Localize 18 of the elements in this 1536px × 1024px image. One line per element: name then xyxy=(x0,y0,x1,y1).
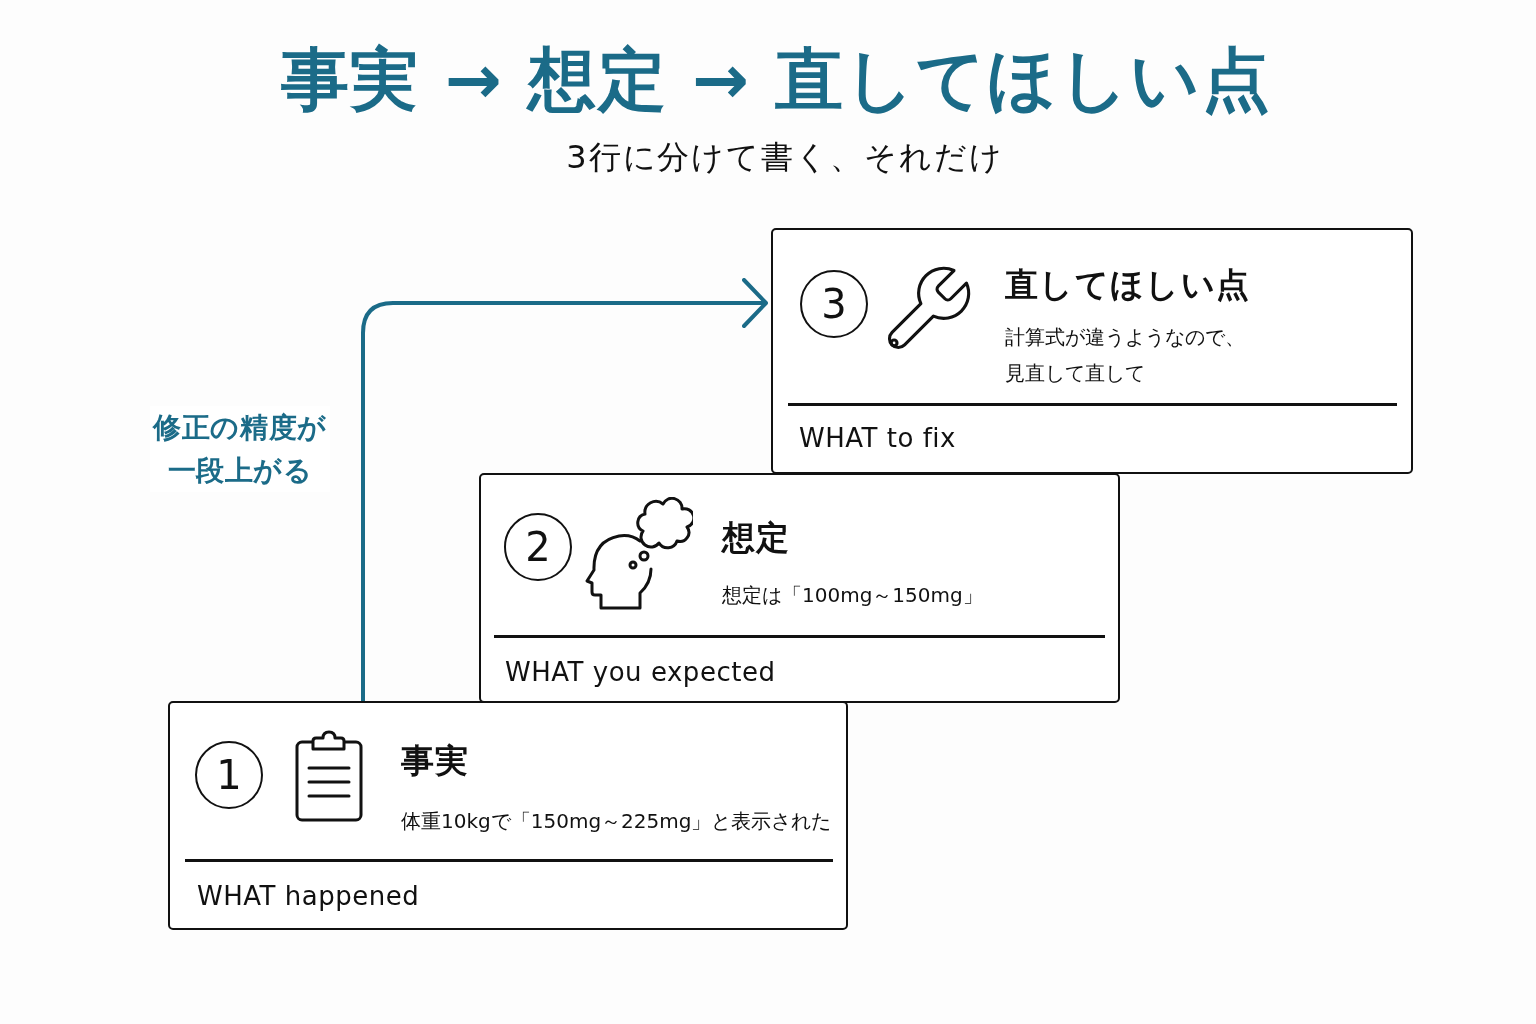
card-heading: 想定 xyxy=(722,518,791,558)
card-text: 想定は「100mg～150mg」 xyxy=(722,582,984,609)
title: 事実 → 想定 → 直してほしい点 xyxy=(280,40,1272,120)
arrow xyxy=(361,278,768,701)
step-card xyxy=(771,228,1413,474)
step-card xyxy=(479,473,1120,703)
subtitle: 3行に分けて書く、それだけ xyxy=(565,137,1005,178)
step-number: 2 xyxy=(525,525,551,569)
card-footer-label: WHAT happened xyxy=(197,880,420,912)
step-card xyxy=(168,701,848,930)
step-number: 1 xyxy=(216,753,242,797)
card-footer-label: WHAT you expected xyxy=(505,656,776,688)
card-text: 体重10kgで「150mg～225mg」と表示された xyxy=(401,808,833,835)
card-heading: 直してほしい点 xyxy=(1005,265,1251,305)
card-footer-label: WHAT to fix xyxy=(799,422,957,454)
card-text: 計算式が違うようなので、見直して直して xyxy=(1005,324,1246,387)
card-heading: 事実 xyxy=(401,741,470,781)
step-number: 3 xyxy=(821,282,847,326)
